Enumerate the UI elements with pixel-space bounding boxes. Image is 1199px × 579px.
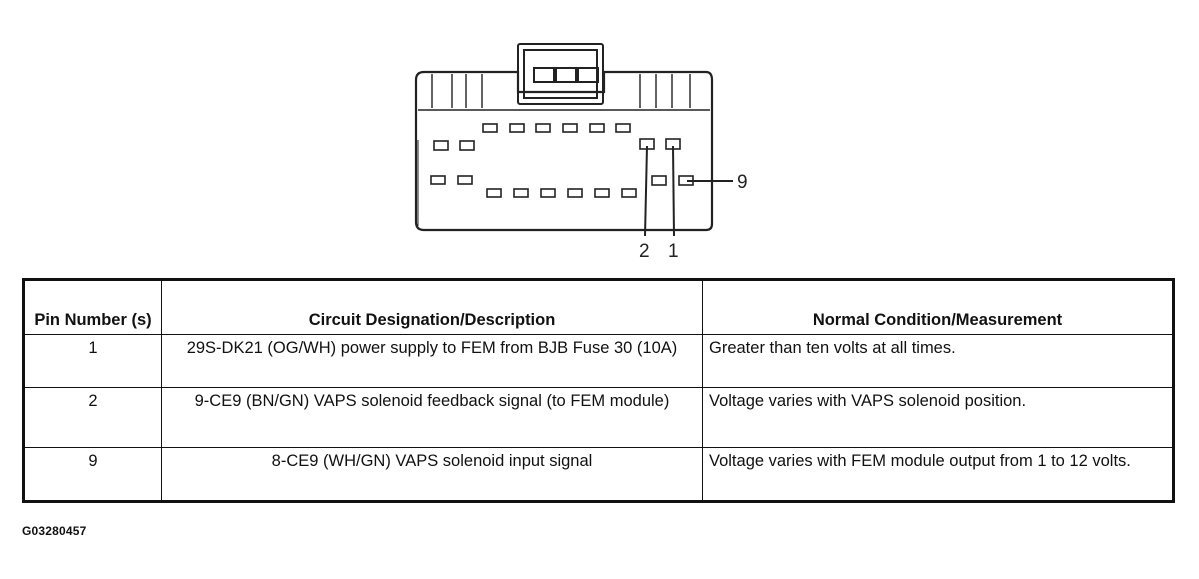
- pin-label-9: 9: [737, 172, 748, 193]
- table-row: 2 9-CE9 (BN/GN) VAPS solenoid feedback s…: [23, 387, 1174, 448]
- table-row: 1 29S-DK21 (OG/WH) power supply to FEM f…: [23, 334, 1174, 388]
- pin-number-cell: 9: [23, 447, 162, 502]
- pin-table: Pin Number (s) Circuit Designation/Descr…: [22, 278, 1175, 503]
- header-circuit-description: Circuit Designation/Description: [161, 279, 703, 335]
- header-pin-number: Pin Number (s): [23, 279, 162, 335]
- normal-condition-cell: Greater than ten volts at all times.: [702, 334, 1174, 388]
- pin-number-cell: 2: [23, 387, 162, 448]
- header-normal-condition: Normal Condition/Measurement: [702, 279, 1174, 335]
- normal-condition-cell: Voltage varies with VAPS solenoid positi…: [702, 387, 1174, 448]
- table-header-row: Pin Number (s) Circuit Designation/Descr…: [23, 279, 1174, 335]
- pin-label-2: 2: [639, 241, 650, 262]
- pin-cavities: [430, 123, 694, 198]
- circuit-description-cell: 9-CE9 (BN/GN) VAPS solenoid feedback sig…: [161, 387, 703, 448]
- circuit-description-cell: 29S-DK21 (OG/WH) power supply to FEM fro…: [161, 334, 703, 388]
- figure-code: G03280457: [22, 524, 87, 538]
- pin-number-cell: 1: [23, 334, 162, 388]
- pin-label-1: 1: [668, 241, 679, 262]
- table-row: 9 8-CE9 (WH/GN) VAPS solenoid input sign…: [23, 447, 1174, 502]
- normal-condition-cell: Voltage varies with FEM module output fr…: [702, 447, 1174, 502]
- connector-diagram: 2 1 9: [414, 43, 748, 262]
- pin-leader-lines: [644, 145, 733, 237]
- circuit-description-cell: 8-CE9 (WH/GN) VAPS solenoid input signal: [161, 447, 703, 502]
- connector-latch: [517, 43, 604, 105]
- connector-body: [414, 70, 714, 232]
